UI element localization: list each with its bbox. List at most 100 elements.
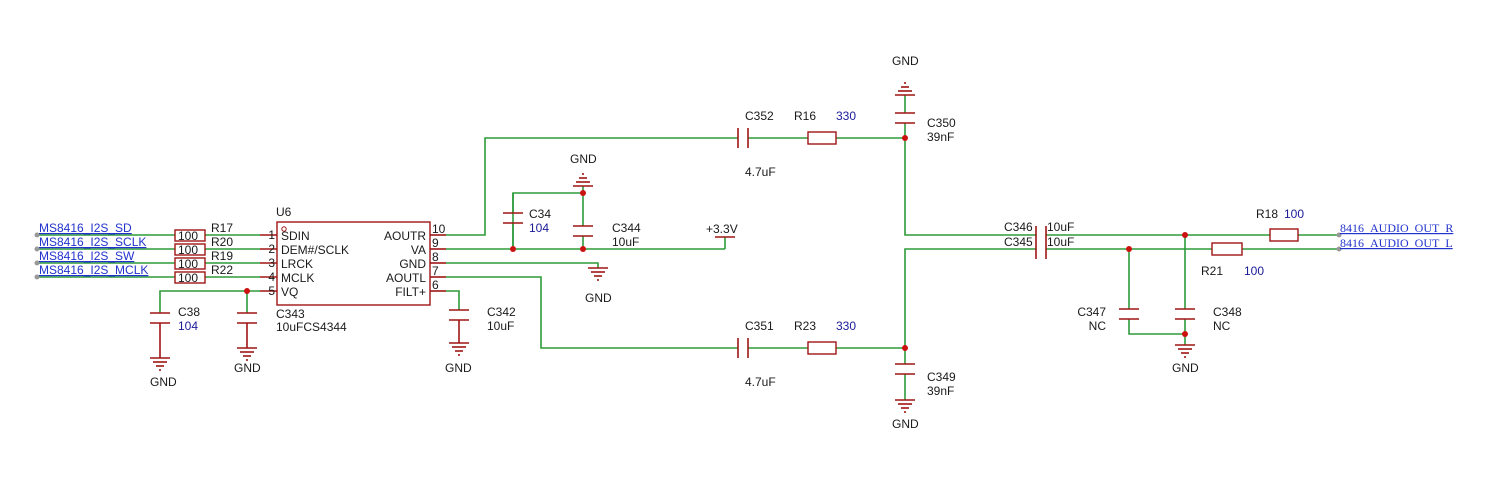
component-ref: R16 [794,109,816,123]
ic-ref: U6 [276,205,292,219]
capacitor-c347: C347 NC [1077,305,1139,333]
component-ref: C34 [529,207,551,221]
component-ref: C352 [745,109,774,123]
gnd-label: GND [892,417,919,431]
component-ref: C38 [178,305,200,319]
pin-name: MCLK [281,271,314,285]
component-value: 104 [529,221,549,235]
component-ref: C342 [487,305,516,319]
pin-number: 7 [432,264,439,278]
capacitor-c350: C350 39nF [895,112,956,144]
pin-number: 9 [432,236,439,250]
junctions [244,135,1188,351]
input-resistors: 100 100 100 100 R17 R20 R19 R22 [174,221,233,285]
component-value: 39nF [927,130,954,144]
net-label-audio-out-l: 8416_AUDIO_OUT_L [1340,236,1453,250]
gnd-label: GND [150,375,177,389]
component-value: NC [1213,319,1231,333]
component-ref: C350 [927,116,956,130]
pin-number: 8 [432,250,439,264]
gnd-label: GND [234,361,261,375]
input-ports: MS8416_I2S_SD MS8416_I2S_SCLK MS8416_I2S… [34,221,148,280]
resistor-ref: R20 [211,235,233,249]
pin-number: 6 [432,278,439,292]
capacitor-c343 [237,312,257,348]
net-label-audio-out-r: 8416_AUDIO_OUT_R [1340,221,1453,235]
component-ref: R21 [1201,264,1223,278]
pin-name: LRCK [281,257,313,271]
component-value: 330 [836,319,856,333]
component-ref: C346 [1004,220,1033,234]
component-value: NC [1089,319,1107,333]
component-value: 4.7uF [745,375,776,389]
ic-body [276,221,431,306]
capacitor-c351: C351 4.7uF [737,319,776,389]
gnd-label: GND [445,361,472,375]
pin-name: GND [399,257,426,271]
capacitor-c38: C38 104 [150,305,200,358]
net-label-i2s-sd: MS8416_I2S_SD [39,221,132,235]
pin-name: DEM#/SCLK [281,243,349,257]
component-ref: C344 [612,221,641,235]
capacitor-c342: C342 10uF [449,305,516,343]
resistor-ref: R19 [211,249,233,263]
capacitor-c346-c345: C346 10uF C345 10uF [1004,220,1074,259]
component-value: 10uF [487,319,514,333]
pin-number: 10 [432,222,446,236]
pin-number: 1 [268,228,275,242]
component-value: 10uF [612,235,639,249]
resistor-r16: R16 330 [794,109,856,145]
capacitor-c34: C34 104 [503,207,551,235]
component-ref: C345 [1004,235,1033,249]
component-value: 10uF [1047,220,1074,234]
pin-number: 3 [268,256,275,270]
resistor-value: 100 [178,229,198,243]
resistor-r23: R23 330 [794,319,856,355]
component-value: 100 [1284,207,1304,221]
pin-name: SDIN [281,229,310,243]
pin-name: VQ [281,285,298,299]
ic-value: 10uFCS4344 [276,320,347,334]
net-label-i2s-mclk: MS8416_I2S_MCLK [39,263,148,277]
resistor-ref: R22 [211,263,233,277]
gnd-label: GND [585,291,612,305]
component-value: 104 [178,319,198,333]
component-ref: R18 [1256,207,1278,221]
pin-name: AOUTL [386,271,426,285]
component-ref: R23 [794,319,816,333]
pin-number: 2 [268,242,275,256]
ic-ref-secondary: C343 [276,307,305,321]
power-3v3: +3.3V [706,222,738,238]
component-ref: C348 [1213,305,1242,319]
resistor-value: 100 [178,257,198,271]
resistor-value: 100 [178,271,198,285]
component-value: 10uF [1047,235,1074,249]
net-label-i2s-sw: MS8416_I2S_SW [39,249,135,263]
gnd-symbols: GND GND GND GND GND GND GN [150,54,1199,431]
net-label-i2s-sclk: MS8416_I2S_SCLK [39,235,146,249]
gnd-label: GND [892,54,919,68]
component-value: 4.7uF [745,165,776,179]
component-value: 100 [1244,264,1264,278]
net-label-3v3: +3.3V [706,222,738,236]
pin-name: FILT+ [395,285,426,299]
capacitor-c344: C344 10uF [573,221,641,249]
gnd-label: GND [1172,361,1199,375]
pin-name: VA [411,243,426,257]
resistor-r18: R18 100 [1256,207,1304,242]
output-ports: 8416_AUDIO_OUT_R 8416_AUDIO_OUT_L [1336,221,1453,252]
pin-name: AOUTR [384,229,426,243]
resistor-r21: R21 100 [1201,242,1264,278]
ic-u6: U6 C343 10uFCS4344 1 2 3 4 5 SDIN DEM#/S… [260,205,446,334]
component-value: 39nF [927,384,954,398]
component-ref: C347 [1077,305,1106,319]
capacitor-c352: C352 4.7uF [737,109,776,179]
component-ref: C349 [927,370,956,384]
capacitor-c348: C348 NC [1175,305,1242,333]
gnd-label: GND [570,152,597,166]
pin-number: 5 [268,284,275,298]
pin-number: 4 [268,270,275,284]
component-value: 330 [836,109,856,123]
capacitor-c349: C349 39nF [895,363,956,398]
